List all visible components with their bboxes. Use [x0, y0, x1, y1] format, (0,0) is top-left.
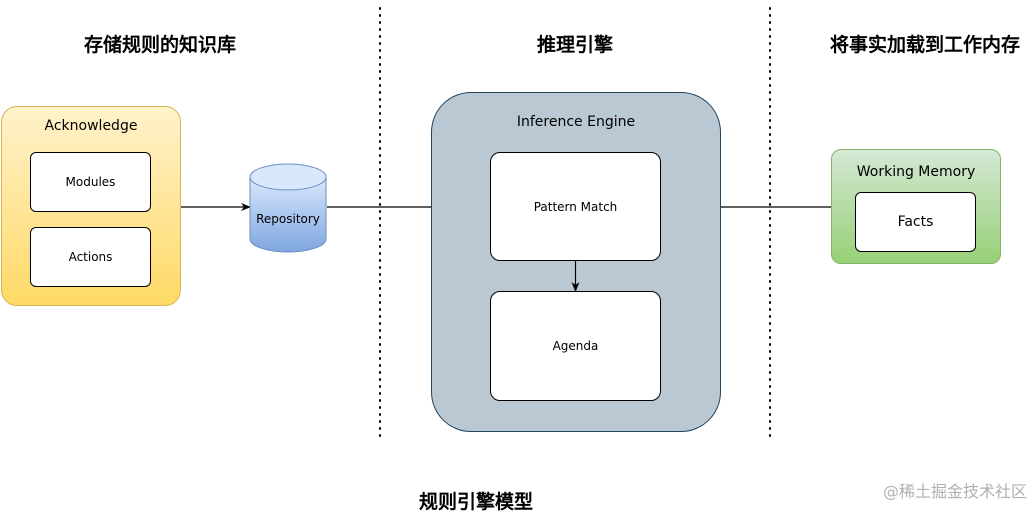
repository-cylinder: [249, 163, 327, 253]
watermark: @稀土掘金技术社区: [882, 482, 1027, 501]
agenda-box: Agenda: [490, 291, 661, 401]
heading-knowledge-base: 存储规则的知识库: [83, 34, 236, 56]
acknowledge-title: Acknowledge: [44, 118, 138, 134]
facts-box: Facts: [855, 192, 976, 252]
working-memory-title: Working Memory: [856, 164, 976, 180]
inference-engine-title: Inference Engine: [516, 114, 636, 130]
diagram-title: 规则引擎模型: [418, 491, 533, 513]
heading-working-memory: 将事实加载到工作内存: [829, 34, 1020, 56]
actions-box: Actions: [30, 227, 151, 287]
heading-inference-engine: 推理引擎: [536, 34, 613, 56]
pattern-match-box: Pattern Match: [490, 152, 661, 261]
repository-label: Repository: [256, 212, 320, 226]
modules-box: Modules: [30, 152, 151, 212]
